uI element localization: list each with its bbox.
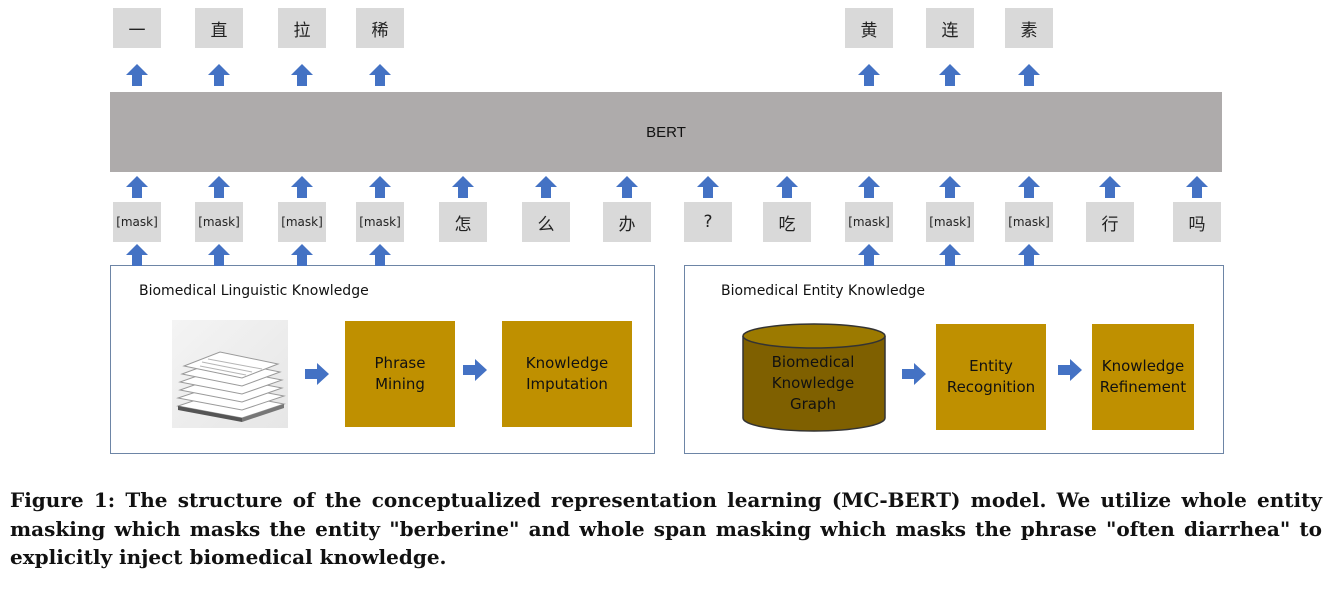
output-token: 直 [195, 8, 243, 48]
phrase-mining-box: Phrase Mining [345, 321, 455, 427]
output-token: 稀 [356, 8, 404, 48]
masked-input-token: [mask] [278, 202, 326, 242]
bert-block: BERT [110, 92, 1222, 172]
up-arrow-icon [1018, 244, 1040, 266]
up-arrow-icon [126, 176, 148, 198]
knowledge-graph-label: Biomedical Knowledge Graph [771, 353, 855, 413]
output-token: 一 [113, 8, 161, 48]
masked-input-token: [mask] [1005, 202, 1053, 242]
output-token: 黄 [845, 8, 893, 48]
right-arrow-icon [1058, 359, 1082, 381]
newspaper-stack-image [172, 320, 288, 428]
up-arrow-icon [369, 244, 391, 266]
right-arrow-icon [902, 363, 926, 385]
entity-panel-title: Biomedical Entity Knowledge [721, 283, 925, 299]
up-arrow-icon [776, 176, 798, 198]
bert-label: BERT [646, 123, 686, 141]
up-arrow-icon [1186, 176, 1208, 198]
masked-input-token: [mask] [195, 202, 243, 242]
up-arrow-icon [208, 176, 230, 198]
up-arrow-icon [291, 176, 313, 198]
up-arrow-icon [291, 64, 313, 86]
knowledge-graph-cylinder-icon [742, 323, 886, 432]
input-token: 怎 [439, 202, 487, 242]
up-arrow-icon [939, 244, 961, 266]
input-token: 吗 [1173, 202, 1221, 242]
up-arrow-icon [369, 176, 391, 198]
up-arrow-icon [369, 64, 391, 86]
figure-caption: Figure 1: The structure of the conceptua… [10, 488, 1322, 569]
input-token: ? [684, 202, 732, 242]
up-arrow-icon [939, 64, 961, 86]
up-arrow-icon [858, 244, 880, 266]
up-arrow-icon [291, 244, 313, 266]
output-token: 连 [926, 8, 974, 48]
up-arrow-icon [535, 176, 557, 198]
right-arrow-icon [305, 363, 329, 385]
up-arrow-icon [126, 244, 148, 266]
output-token: 拉 [278, 8, 326, 48]
linguistic-panel-title: Biomedical Linguistic Knowledge [139, 283, 369, 299]
masked-input-token: [mask] [356, 202, 404, 242]
up-arrow-icon [1018, 176, 1040, 198]
knowledge-imputation-box: Knowledge Imputation [502, 321, 632, 427]
up-arrow-icon [1099, 176, 1121, 198]
up-arrow-icon [1018, 64, 1040, 86]
input-token: 么 [522, 202, 570, 242]
up-arrow-icon [697, 176, 719, 198]
input-token: 办 [603, 202, 651, 242]
knowledge-refinement-box: Knowledge Refinement [1092, 324, 1194, 430]
right-arrow-icon [463, 359, 487, 381]
up-arrow-icon [452, 176, 474, 198]
masked-input-token: [mask] [845, 202, 893, 242]
up-arrow-icon [858, 176, 880, 198]
up-arrow-icon [208, 64, 230, 86]
up-arrow-icon [939, 176, 961, 198]
masked-input-token: [mask] [926, 202, 974, 242]
up-arrow-icon [858, 64, 880, 86]
entity-recognition-box: Entity Recognition [936, 324, 1046, 430]
up-arrow-icon [126, 64, 148, 86]
input-token: 吃 [763, 202, 811, 242]
up-arrow-icon [616, 176, 638, 198]
input-token: 行 [1086, 202, 1134, 242]
output-token: 素 [1005, 8, 1053, 48]
masked-input-token: [mask] [113, 202, 161, 242]
up-arrow-icon [208, 244, 230, 266]
